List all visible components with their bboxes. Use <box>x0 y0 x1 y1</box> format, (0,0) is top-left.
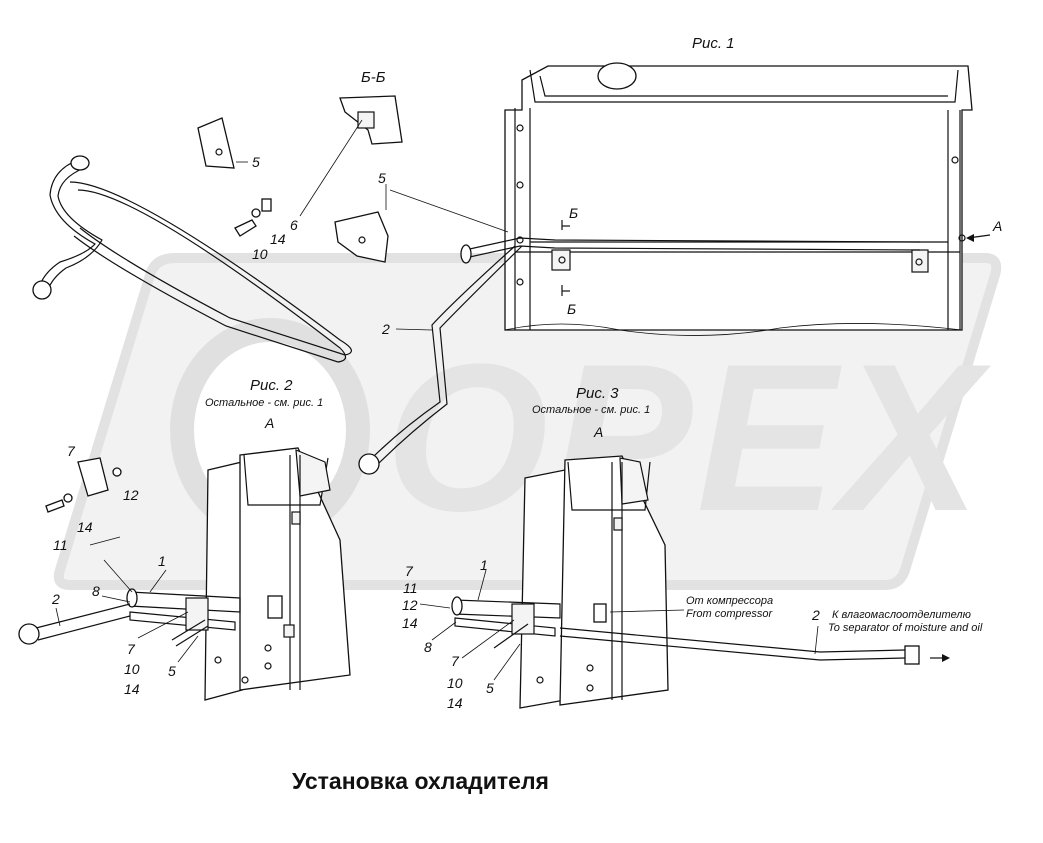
fig1-radiator: Рис. 1 А Б Б <box>504 35 1002 336</box>
fig2-callout-7b: 7 <box>127 641 136 657</box>
to-separator-ru: К влагомаслоотделителю <box>832 609 971 621</box>
fig3-caption: Рис. 3 <box>576 385 619 402</box>
fig3-view-label: А <box>593 424 603 440</box>
fig3-callout-14b: 14 <box>447 695 463 711</box>
fig2-callout-8: 8 <box>92 583 100 599</box>
from-compressor-en: From compressor <box>686 608 774 620</box>
fig3-callout-7: 7 <box>405 563 414 579</box>
callout-main-10: 10 <box>252 246 268 262</box>
fig3-callout-1: 1 <box>480 557 488 573</box>
callout-main-5a: 5 <box>252 154 260 170</box>
callout-main-6: 6 <box>290 217 298 233</box>
fig2-assembly: Рис. 2 Остальное - см. рис. 1 А 7 12 14 … <box>18 377 351 701</box>
fig3-assembly: Рис. 3 Остальное - см. рис. 1 А 7 11 12 … <box>402 385 983 711</box>
section-mark-top: Б <box>569 205 578 221</box>
drawing-title: Установка охладителя <box>292 768 549 794</box>
fig1-caption: Рис. 1 <box>692 35 735 52</box>
callout-main-5b: 5 <box>378 170 386 186</box>
callout-main-2: 2 <box>381 321 390 337</box>
fig2-callout-14b: 14 <box>124 681 140 697</box>
fig3-callout-12: 12 <box>402 597 418 613</box>
fig2-callout-11: 11 <box>53 537 68 553</box>
fig2-callout-2: 2 <box>51 591 60 607</box>
fig3-callout-14: 14 <box>402 615 418 631</box>
fig2-callout-1: 1 <box>158 553 166 569</box>
callout-main-14: 14 <box>270 231 286 247</box>
watermark-text: OPEX <box>385 320 991 555</box>
fig2-callout-7: 7 <box>67 443 76 459</box>
fig2-caption: Рис. 2 <box>250 377 293 394</box>
fig3-callout-5: 5 <box>486 680 494 696</box>
section-mark-bottom: Б <box>567 301 576 317</box>
fig2-callout-5: 5 <box>168 663 176 679</box>
from-compressor-ru: От компрессора <box>686 595 773 607</box>
fig3-callout-11: 11 <box>403 580 418 596</box>
fig3-callout-10: 10 <box>447 675 463 691</box>
fig2-callout-14: 14 <box>77 519 93 535</box>
to-separator-en: To separator of moisture and oil <box>828 622 983 634</box>
fig2-note: Остальное - см. рис. 1 <box>205 397 323 409</box>
cooler-pipe-2: 2 <box>32 155 921 475</box>
fig2-callout-12: 12 <box>123 487 139 503</box>
fig3-note: Остальное - см. рис. 1 <box>532 404 650 416</box>
fig2-callout-10: 10 <box>124 661 140 677</box>
fig3-callout-2: 2 <box>811 607 820 623</box>
section-bb-detail: Б-Б 5 5 6 14 10 <box>197 69 509 263</box>
fig3-callout-8: 8 <box>424 639 432 655</box>
fig1-view-label: А <box>992 218 1002 234</box>
fig2-view-label: А <box>264 415 274 431</box>
fig3-callout-7b: 7 <box>451 653 460 669</box>
section-title: Б-Б <box>361 69 386 86</box>
